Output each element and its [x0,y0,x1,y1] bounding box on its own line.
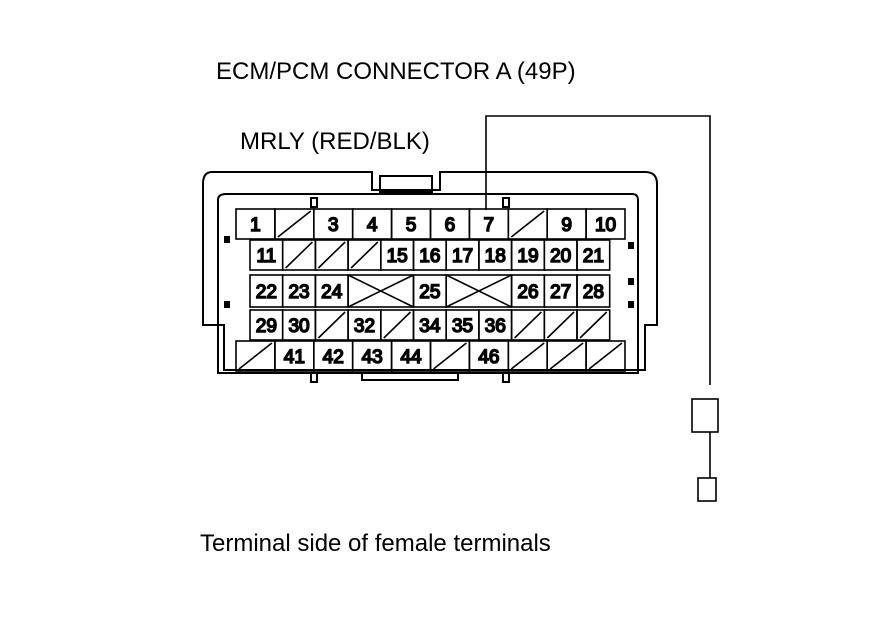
housing-notch [628,242,634,249]
terminal-number-27: 27 [550,282,571,303]
connector-latch-top [379,175,433,193]
empty-cavity-mark [445,274,512,308]
housing-notch [224,301,230,308]
unused-terminal-mark [579,311,608,339]
connector-title: ECM/PCM CONNECTOR A (49P) [216,58,576,85]
unused-terminal-mark [383,311,412,339]
probe-connector [691,398,719,433]
terminal-number-3: 3 [328,215,339,236]
terminal-number-23: 23 [288,282,309,303]
unused-terminal-mark [546,311,575,339]
terminal-number-46: 46 [478,347,499,368]
unused-terminal-mark [317,311,346,339]
housing-tab [310,372,318,383]
housing-tab [502,197,510,208]
diagram-caption: Terminal side of female terminals [200,530,551,557]
terminal-number-21: 21 [583,246,604,267]
unused-terminal-mark [285,241,313,269]
unused-terminal-mark [350,241,379,269]
terminal-number-4: 4 [367,215,378,236]
terminal-number-41: 41 [284,347,305,368]
terminal-number-44: 44 [400,347,422,368]
unused-terminal-mark [588,342,623,370]
terminal-number-34: 34 [419,316,441,337]
unused-terminal-mark [549,342,584,370]
wire-label: MRLY (RED/BLK) [240,128,430,155]
terminal-cell [585,340,626,372]
terminal-number-25: 25 [419,282,440,303]
connector-housing-outer [202,171,658,371]
terminal-number-11: 11 [256,246,276,267]
terminal-number-32: 32 [354,316,375,337]
terminal-number-29: 29 [256,316,277,337]
unused-terminal-mark [433,342,467,370]
terminal-number-36: 36 [485,316,506,337]
terminal-number-7: 7 [484,215,495,236]
terminal-number-19: 19 [517,246,538,267]
terminal-number-15: 15 [387,246,408,267]
terminal-cell [585,208,626,240]
connector-key-bottom [361,373,459,381]
terminal-number-42: 42 [323,347,344,368]
terminal-number-18: 18 [485,246,506,267]
connector-housing-inner [217,193,639,374]
terminal-number-26: 26 [517,282,538,303]
terminal-number-20: 20 [550,246,571,267]
unused-terminal-mark [514,311,542,339]
terminal-number-1: 1 [250,215,261,236]
housing-notch [628,301,634,308]
wire-lead [485,115,711,385]
terminal-number-24: 24 [321,282,343,303]
housing-notch [628,278,634,285]
unused-terminal-mark [238,342,273,370]
empty-cavity-mark [347,274,414,308]
terminal-number-5: 5 [406,215,417,236]
housing-notch [224,236,230,243]
terminal-number-22: 22 [256,282,277,303]
terminal-number-16: 16 [419,246,440,267]
terminal-cell [576,309,611,341]
terminal-number-10: 10 [595,215,616,236]
terminal-number-9: 9 [561,215,572,236]
unused-terminal-mark [277,210,312,238]
unused-terminal-mark [510,342,545,370]
unused-terminal-mark [317,241,346,269]
terminal-number-30: 30 [288,316,309,337]
housing-tab [502,372,510,383]
terminal-cell [576,274,611,308]
terminal-number-6: 6 [445,215,456,236]
terminal-number-43: 43 [362,347,383,368]
terminal-number-35: 35 [452,316,473,337]
unused-terminal-mark [510,210,545,238]
terminal-number-28: 28 [583,282,604,303]
terminal-number-17: 17 [452,246,473,267]
terminal-cell [576,239,611,271]
probe-terminal [697,477,717,502]
housing-tab [310,197,318,208]
